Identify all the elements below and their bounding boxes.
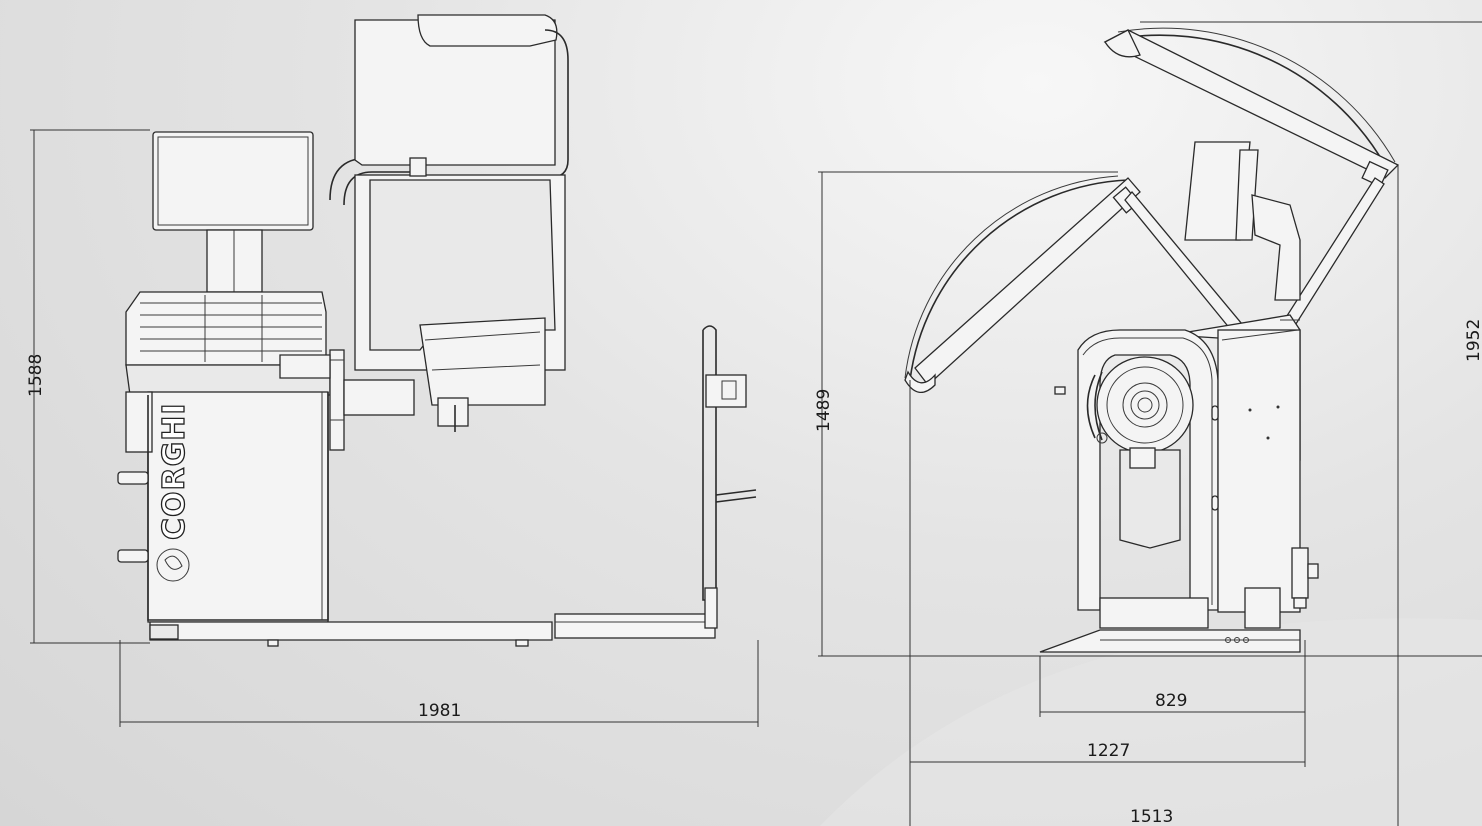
side-depth-dimension: 1227 [909,380,1305,826]
side-depth-label: 1227 [1087,741,1130,761]
front-view-machine: CORGHI [117,14,757,647]
side-height-dimension: 1489 [814,171,1482,657]
monitor [152,131,314,231]
side-open-height-dimension: 1952 [1140,21,1482,362]
side-open-depth-dimension: 1513 [1130,165,1399,826]
front-width-dimension: 1981 [119,640,759,727]
side-view-machine [904,27,1400,653]
side-base-depth-label: 829 [1155,691,1187,711]
side-base-depth-dimension: 829 [1039,640,1306,767]
side-height-label: 1489 [814,389,834,432]
brand-logo: CORGHI [156,402,193,582]
front-height-dimension: 1588 [26,129,150,644]
svg-text:CORGHI: CORGHI [157,402,192,540]
side-open-height-label: 1952 [1464,319,1482,362]
side-open-depth-label: 1513 [1130,807,1173,826]
front-height-label: 1588 [26,354,46,397]
front-width-label: 1981 [418,701,461,721]
